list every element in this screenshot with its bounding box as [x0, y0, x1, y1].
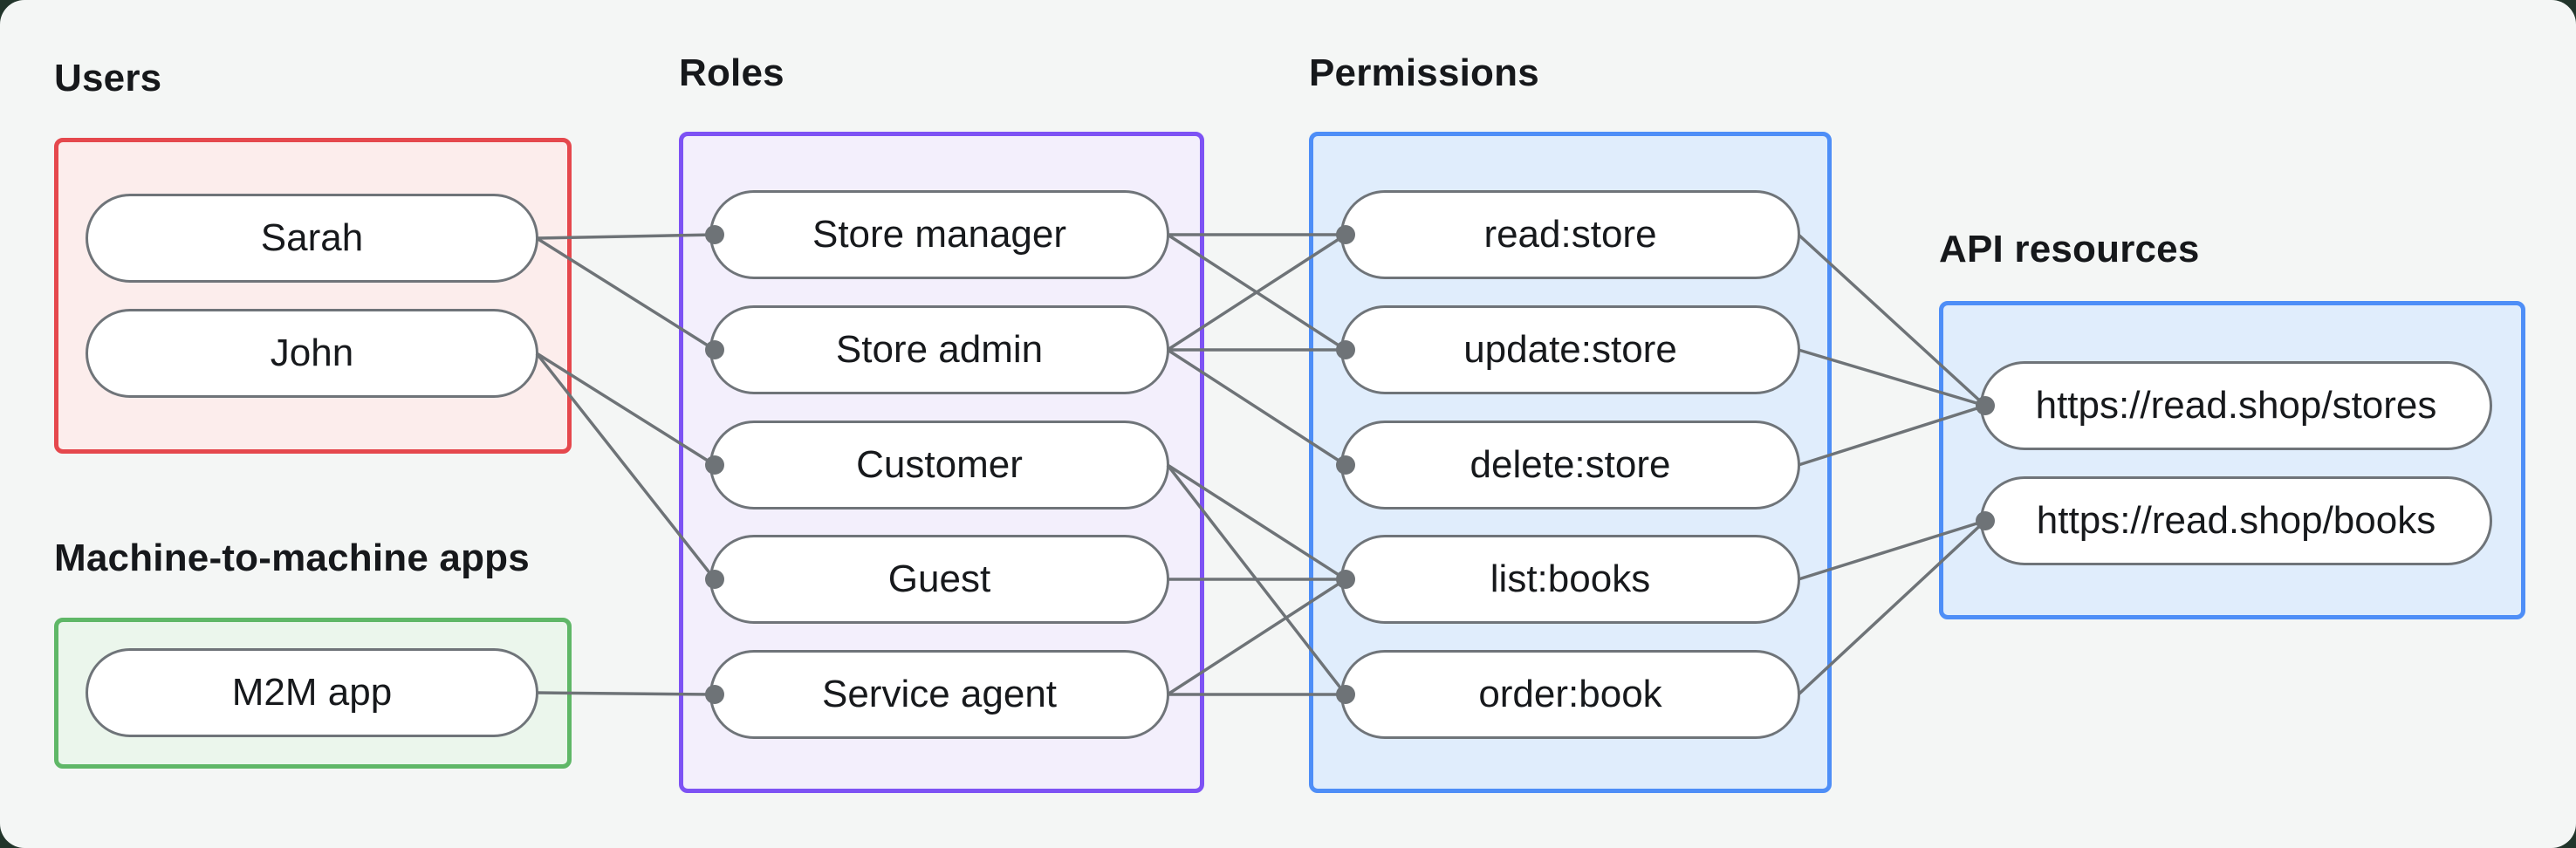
node-role-guest: Guest [709, 535, 1169, 624]
api-resources-group-box [1939, 301, 2525, 619]
node-api-resource-stores: https://read.shop/stores [1980, 361, 2492, 450]
node-permission-order-book: order:book [1340, 650, 1800, 739]
node-permission-read-store: read:store [1340, 190, 1800, 279]
users-group-label: Users [54, 57, 162, 99]
node-user-sarah: Sarah [86, 194, 538, 283]
roles-group-label: Roles [679, 51, 784, 94]
permissions-group-label: Permissions [1309, 51, 1539, 94]
m2m-group-label: Machine-to-machine apps [54, 537, 530, 579]
node-m2m-app: M2M app [86, 648, 538, 737]
node-role-service-agent: Service agent [709, 650, 1169, 739]
node-api-resource-books: https://read.shop/books [1980, 476, 2492, 565]
node-user-john: John [86, 309, 538, 398]
node-role-store-admin: Store admin [709, 305, 1169, 394]
node-permission-delete-store: delete:store [1340, 421, 1800, 509]
node-role-customer: Customer [709, 421, 1169, 509]
node-role-store-manager: Store manager [709, 190, 1169, 279]
node-permission-update-store: update:store [1340, 305, 1800, 394]
api-resources-group-label: API resources [1939, 228, 2200, 270]
users-group-box [54, 138, 572, 454]
node-permission-list-books: list:books [1340, 535, 1800, 624]
